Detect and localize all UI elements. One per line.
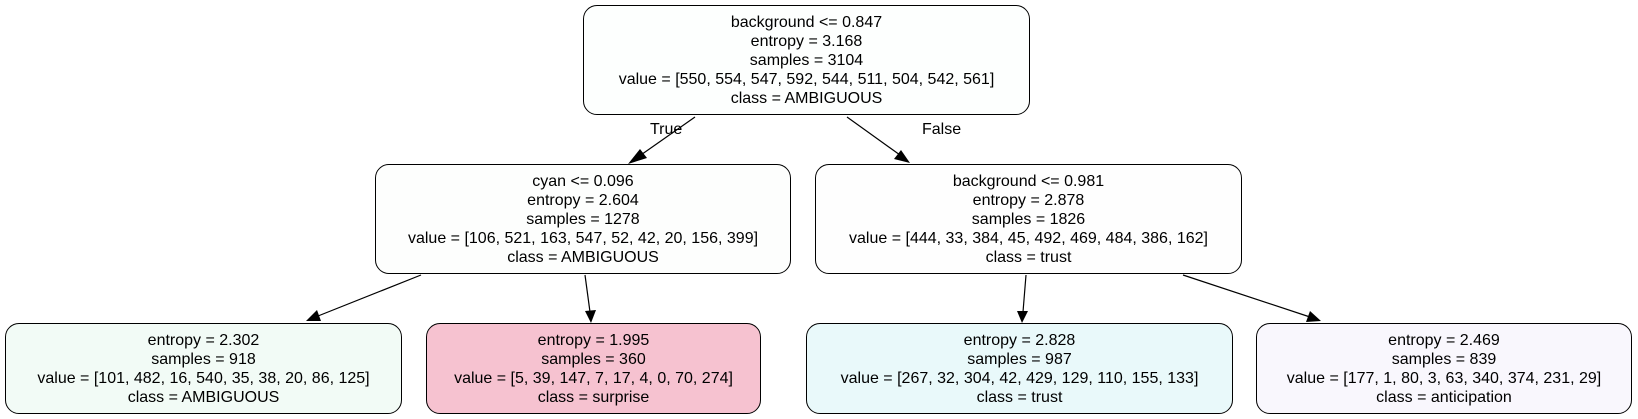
edge-root-right	[846, 116, 901, 156]
node-samples: samples = 3104	[749, 51, 864, 69]
edge-right-rl	[1022, 274, 1027, 313]
node-value: value = [101, 482, 16, 540, 35, 38, 20, …	[37, 369, 370, 387]
node-samples: samples = 987	[967, 350, 1072, 368]
tree-leaf-lr: entropy = 1.995 samples = 360 value = [5…	[426, 323, 761, 414]
edge-left-lr-arrow	[585, 310, 596, 323]
node-samples: samples = 918	[151, 350, 256, 368]
node-value: value = [177, 1, 80, 3, 63, 340, 374, 23…	[1286, 369, 1602, 387]
tree-node-left: cyan <= 0.096 entropy = 2.604 samples = …	[375, 164, 791, 274]
node-entropy: entropy = 2.469	[1388, 331, 1500, 349]
edge-root-right-arrow	[894, 150, 910, 163]
tree-leaf-rl: entropy = 2.828 samples = 987 value = [2…	[806, 323, 1233, 414]
edge-left-lr	[584, 274, 591, 313]
node-samples: samples = 1826	[971, 210, 1086, 228]
node-value: value = [444, 33, 384, 45, 492, 469, 484…	[849, 229, 1208, 247]
edge-label-false: False	[922, 121, 962, 138]
node-class: class = surprise	[537, 388, 650, 406]
node-class: class = trust	[985, 248, 1072, 266]
edge-root-left	[637, 116, 696, 158]
node-samples: samples = 360	[541, 350, 646, 368]
node-value: value = [267, 32, 304, 42, 429, 129, 110…	[840, 369, 1199, 387]
node-split: background <= 0.981	[952, 172, 1105, 190]
node-entropy: entropy = 2.878	[972, 191, 1085, 209]
tree-leaf-rr: entropy = 2.469 samples = 839 value = [1…	[1256, 323, 1632, 414]
edge-label-true: True	[650, 121, 683, 138]
node-class: class = trust	[976, 388, 1063, 406]
node-class: class = AMBIGUOUS	[730, 89, 883, 107]
node-value: value = [106, 521, 163, 547, 52, 42, 20,…	[407, 229, 759, 247]
node-value: value = [5, 39, 147, 7, 17, 4, 0, 70, 27…	[454, 369, 733, 387]
node-entropy: entropy = 3.168	[750, 32, 863, 50]
tree-node-root: background <= 0.847 entropy = 3.168 samp…	[583, 5, 1030, 115]
node-entropy: entropy = 1.995	[537, 331, 650, 349]
node-split: cyan <= 0.096	[532, 172, 634, 190]
node-samples: samples = 839	[1391, 350, 1497, 368]
edge-root-left-arrow	[628, 149, 647, 164]
edge-right-rr	[1182, 274, 1311, 318]
edge-right-rr-arrow	[1306, 311, 1321, 322]
edge-left-ll	[317, 274, 422, 317]
node-entropy: entropy = 2.828	[963, 331, 1076, 349]
edge-left-ll-arrow	[306, 310, 321, 321]
node-samples: samples = 1278	[526, 210, 640, 228]
edge-right-rl-arrow	[1017, 311, 1028, 323]
tree-node-right: background <= 0.981 entropy = 2.878 samp…	[815, 164, 1242, 274]
tree-leaf-ll: entropy = 2.302 samples = 918 value = [1…	[5, 323, 402, 414]
node-value: value = [550, 554, 547, 592, 544, 511, 5…	[618, 70, 995, 88]
node-class: class = AMBIGUOUS	[507, 248, 659, 266]
node-split: background <= 0.847	[730, 13, 883, 31]
node-class: class = anticipation	[1376, 388, 1512, 406]
node-entropy: entropy = 2.604	[527, 191, 639, 209]
node-class: class = AMBIGUOUS	[127, 388, 280, 406]
node-entropy: entropy = 2.302	[147, 331, 260, 349]
